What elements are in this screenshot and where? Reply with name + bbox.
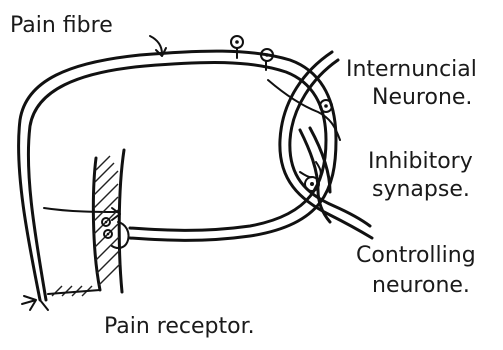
label-pain-fibre: Pain fibre: [10, 13, 113, 38]
label-controlling-line2: neurone.: [372, 273, 470, 298]
label-internuncial-line1: Internuncial: [346, 57, 477, 82]
synapse-knob-1: [231, 36, 243, 58]
label-pain-receptor: Pain receptor.: [104, 314, 255, 339]
label-inhibitory-line2: synapse.: [372, 177, 470, 202]
pain-fibre: [19, 51, 336, 300]
receptor-terminal: [102, 208, 129, 248]
label-internuncial-line2: Neurone.: [372, 85, 472, 110]
label-inhibitory-line1: Inhibitory: [368, 149, 473, 174]
label-controlling-line1: Controlling: [356, 243, 476, 268]
